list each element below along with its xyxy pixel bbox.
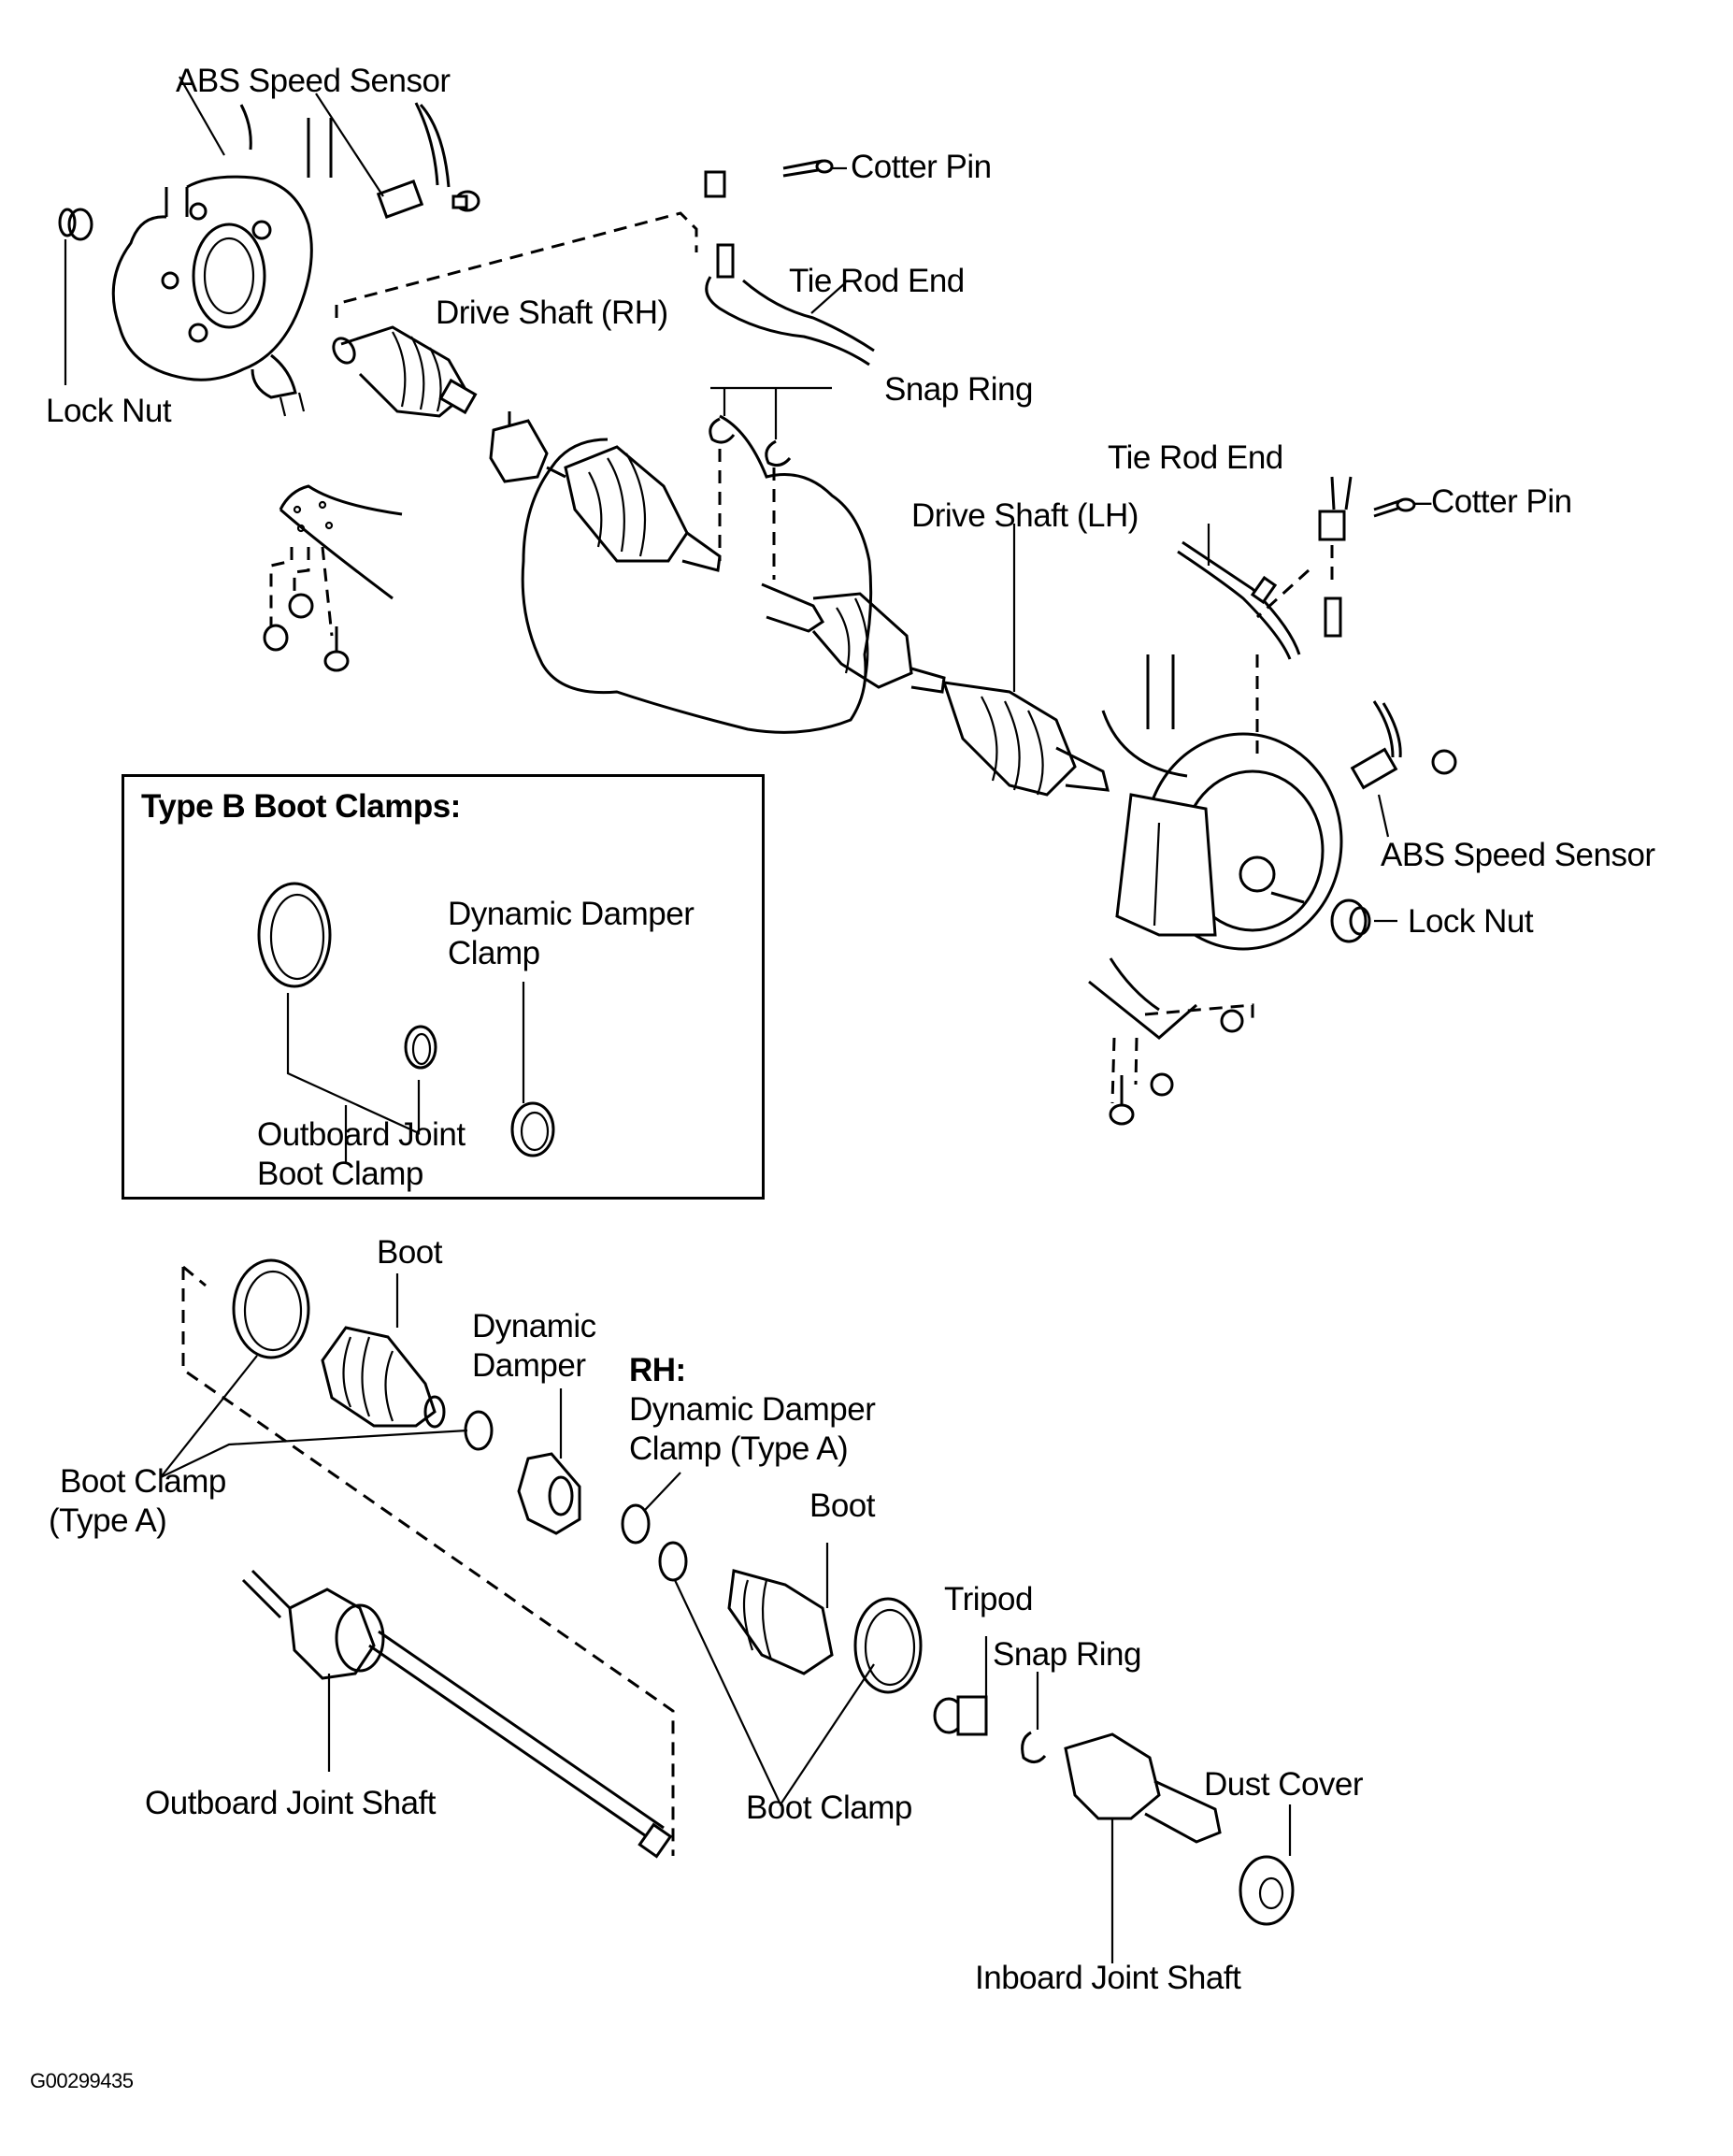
exploded-outboard-group [160,1258,1295,1963]
drive-shaft-rh [332,325,722,572]
cotter-pin-lh [1318,476,1416,541]
lower-arm-bracket-lh [1088,957,1254,1126]
label-dynamic-damper-clamp-line2: Clamp [448,935,540,971]
steering-knuckle-rh [111,118,333,417]
snap-rings-top [709,386,832,580]
label-abs-speed-sensor-rh: ABS Speed Sensor [176,63,451,99]
label-lock-nut-lh: Lock Nut [1408,903,1534,940]
lower-arm-bracket-rh [263,484,403,672]
label-boot-clamp-type-a-line1: Boot Clamp [60,1463,226,1500]
label-boot-clamp-type-a-line2: (Type A) [49,1502,167,1539]
label-tie-rod-end-rh: Tie Rod End [789,263,965,299]
label-lock-nut-rh: Lock Nut [46,393,172,429]
label-tripod: Tripod [944,1581,1033,1617]
label-snap-ring-top: Snap Ring [884,371,1033,408]
tie-rod-end-lh [1177,524,1342,660]
abs-speed-sensor-lh [1350,700,1457,838]
label-rh-heading: RH: [629,1352,686,1388]
type-b-box-title: Type B Boot Clamps: [141,788,461,825]
label-drive-shaft-rh: Drive Shaft (RH) [436,295,668,331]
label-outboard-joint-boot-clamp-line1: Outboard Joint [257,1116,465,1153]
label-dust-cover: Dust Cover [1204,1766,1364,1803]
label-boot-clamp: Boot Clamp [746,1789,912,1826]
label-inboard-joint-shaft: Inboard Joint Shaft [975,1960,1241,1996]
drive-shaft-lh [761,524,1110,797]
label-dd-clamp-type-a-line2: Clamp (Type A) [629,1430,849,1467]
label-boot-outer: Boot [377,1234,443,1271]
label-dynamic-damper-line1: Dynamic [472,1308,596,1344]
label-cotter-pin-lh: –Cotter Pin [1413,483,1572,520]
label-outboard-joint-boot-clamp-line2: Boot Clamp [257,1156,423,1192]
lock-nut-rh [58,208,93,385]
assembly-guide-line-rh [335,211,698,318]
label-abs-speed-sensor-lh: ABS Speed Sensor [1381,837,1655,873]
brake-rotor-knuckle-lh [1101,654,1343,951]
lock-nut-lh [1330,898,1397,943]
label-dynamic-damper-clamp-line1: Dynamic Damper [448,896,695,932]
label-cotter-pin-rh: Cotter Pin [851,149,992,185]
figure-id: G00299435 [30,2069,134,2092]
label-snap-ring: Snap Ring [993,1636,1141,1673]
transaxle-outline [521,414,873,734]
label-tie-rod-end-lh: Tie Rod End [1108,439,1283,476]
label-boot-inner: Boot [809,1488,876,1524]
abs-speed-sensor-rh [179,76,480,219]
type-b-boot-clamps-box [122,774,765,1200]
label-dynamic-damper-line2: Damper [472,1347,586,1384]
cotter-pin-rh [704,159,847,198]
tie-rod-end-rh [705,243,875,367]
label-dd-clamp-type-a-line1: Dynamic Damper [629,1391,876,1428]
type-b-clamps-illustration [257,882,555,1164]
label-drive-shaft-lh: Drive Shaft (LH) [911,497,1139,534]
label-outboard-joint-shaft: Outboard Joint Shaft [145,1785,437,1821]
